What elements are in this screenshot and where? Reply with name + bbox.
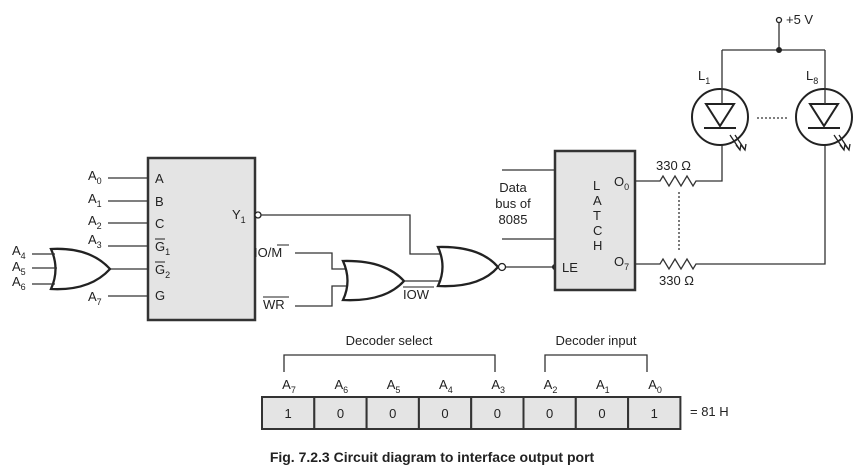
latch-block xyxy=(553,149,637,292)
io-m-wire xyxy=(295,252,346,270)
y1-inversion-bubble xyxy=(254,211,262,219)
bit-value: 0 xyxy=(337,406,344,421)
or-gate-a4-a6 xyxy=(32,247,112,291)
wr-label: WR xyxy=(263,297,285,312)
address-result: = 81 H xyxy=(690,404,729,419)
resistor-r8 xyxy=(635,142,826,271)
led-label-l8: L8 xyxy=(806,68,818,86)
decoder-inputs xyxy=(108,177,148,297)
pin-g1-bar: G1 xyxy=(155,239,170,257)
wr-wire xyxy=(295,285,346,307)
bit-cell xyxy=(313,396,368,430)
input-label-a5: A5 xyxy=(12,259,26,277)
input-label-a1: A1 xyxy=(88,191,102,209)
bit-value: 1 xyxy=(651,406,658,421)
figure-caption: Fig. 7.2.3 Circuit diagram to interface … xyxy=(270,449,595,465)
latch-o0-label: O0 xyxy=(614,174,629,192)
decoder-select-bracket xyxy=(283,354,496,372)
supply-label: +5 V xyxy=(786,12,813,27)
supply-terminal xyxy=(775,16,783,24)
io-m-label: IO/M xyxy=(254,245,282,260)
supply-junction xyxy=(776,47,782,53)
bit-cell xyxy=(627,396,682,430)
latch-le-label: LE xyxy=(562,260,578,275)
nor-gate xyxy=(436,245,500,288)
bit-label: A7 xyxy=(282,377,296,395)
address-bits: 1 A7 0 A6 0 A5 0 A4 0 A3 0 A2 0 A1 1 A0 xyxy=(261,377,682,430)
data-bus-label: 8085 xyxy=(499,212,528,227)
pin-g2-bar: G2 xyxy=(155,262,170,280)
pin-c: C xyxy=(155,216,164,231)
data-bus-label: Data xyxy=(499,180,527,195)
bit-value: 0 xyxy=(441,406,448,421)
bit-label: A2 xyxy=(544,377,558,395)
bit-cell xyxy=(365,396,420,430)
pin-y1: Y1 xyxy=(232,207,246,225)
latch-o7-label: O7 xyxy=(614,254,629,272)
pin-a: A xyxy=(155,171,164,186)
data-bus-label: bus of xyxy=(495,196,531,211)
bit-cell xyxy=(574,396,630,430)
input-label-a0: A0 xyxy=(88,168,102,186)
bit-label: A0 xyxy=(648,377,662,395)
input-label-a7: A7 xyxy=(88,289,102,307)
bit-label: A3 xyxy=(491,377,505,395)
y1-wire xyxy=(261,214,440,255)
pin-g: G xyxy=(155,288,165,303)
resistor-label-r8: 330 Ω xyxy=(659,273,694,288)
bit-label: A6 xyxy=(334,377,348,395)
pin-b: B xyxy=(155,194,164,209)
led-label-l1: L1 xyxy=(698,68,710,86)
resistor-r1 xyxy=(635,142,723,188)
bit-value: 0 xyxy=(389,406,396,421)
latch-letter: C xyxy=(593,223,602,238)
or-gate-io-wr xyxy=(341,259,406,302)
bit-label: A1 xyxy=(596,377,610,395)
bit-label: A4 xyxy=(439,377,453,395)
decoder-input-label: Decoder input xyxy=(556,333,637,348)
bit-cell xyxy=(522,396,577,430)
bit-value: 1 xyxy=(285,406,292,421)
decoder-input-bracket xyxy=(544,354,648,372)
input-label-a6: A6 xyxy=(12,274,26,292)
bit-value: 0 xyxy=(546,406,553,421)
resistor-label-r1: 330 Ω xyxy=(656,158,691,173)
latch-letter: H xyxy=(593,238,602,253)
input-label-a4: A4 xyxy=(12,243,26,261)
bit-value: 0 xyxy=(598,406,605,421)
latch-letter: L xyxy=(593,178,600,193)
led-l1 xyxy=(691,50,749,152)
input-label-a2: A2 xyxy=(88,213,102,231)
bit-value: 0 xyxy=(494,406,501,421)
bit-label: A5 xyxy=(387,377,401,395)
iow-label: IOW xyxy=(403,287,430,302)
decoder-select-label: Decoder select xyxy=(346,333,433,348)
led-l8 xyxy=(795,50,853,152)
input-label-a3: A3 xyxy=(88,232,102,250)
latch-letter: T xyxy=(593,208,601,223)
nor-inversion-bubble xyxy=(497,262,507,272)
decoder-block xyxy=(146,156,257,322)
latch-letter: A xyxy=(593,193,602,208)
